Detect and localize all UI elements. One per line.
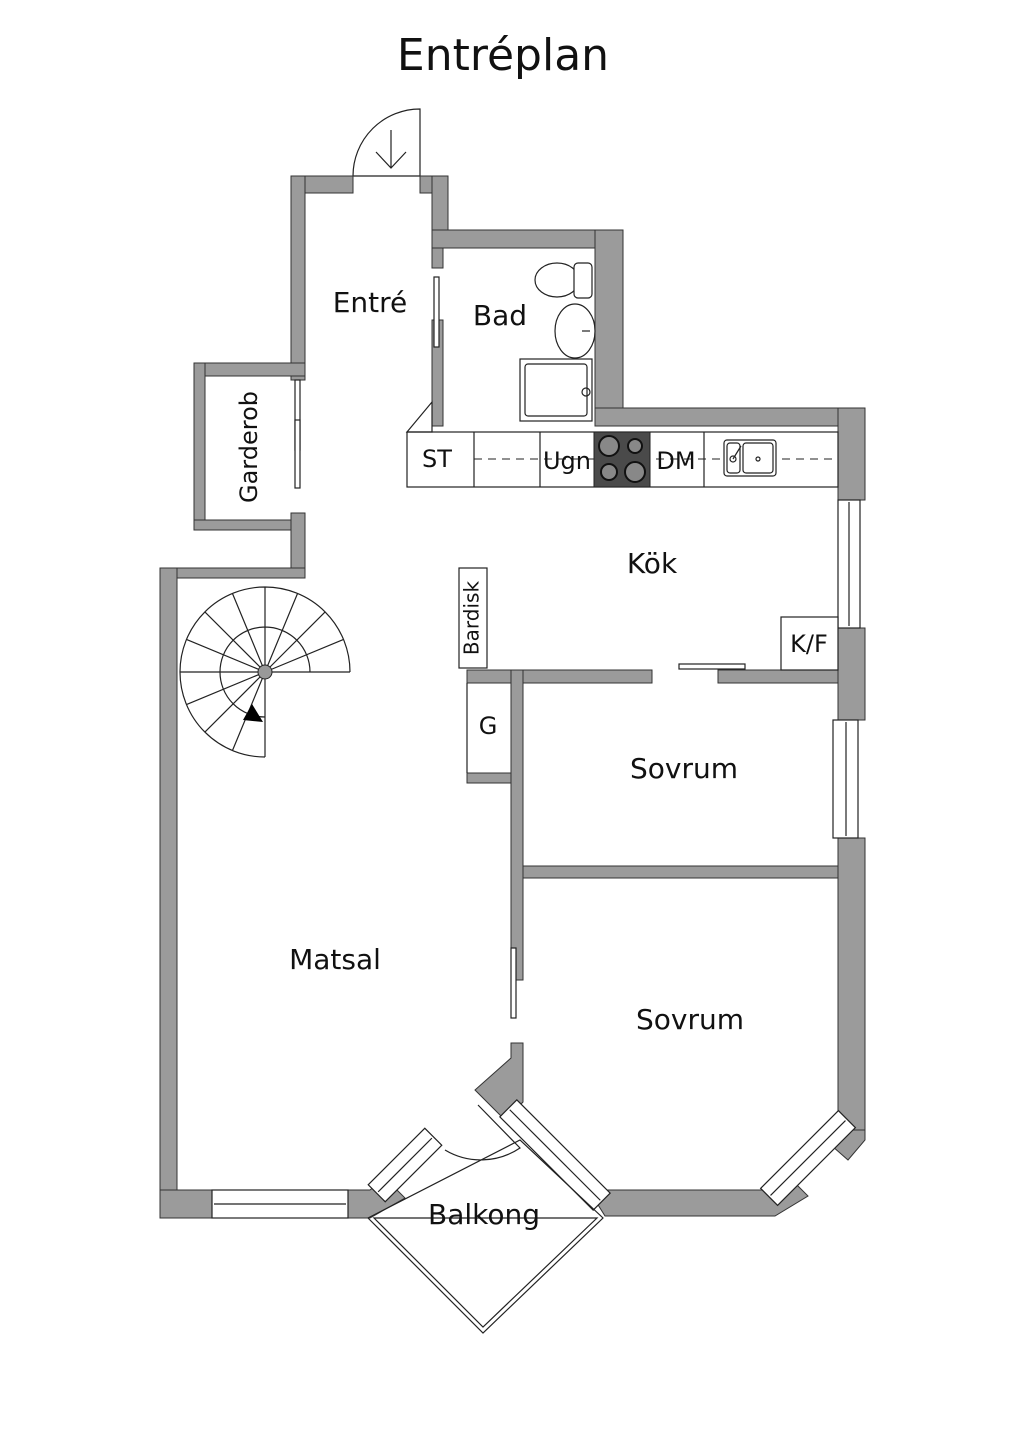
room-label-balkong: Balkong [428, 1198, 540, 1231]
hob-icon [593, 431, 651, 488]
spiral-stair-icon [179, 586, 351, 758]
balcony-door [444, 1104, 521, 1161]
washbasin-icon [554, 303, 596, 359]
label-kf: K/F [790, 630, 828, 658]
room-label-kok: Kök [627, 547, 678, 580]
kitchen-sink-icon [723, 439, 777, 477]
shower-icon [519, 358, 593, 422]
counter-label-dm: DM [656, 447, 695, 475]
room-label-sovrum-1: Sovrum [630, 752, 738, 785]
label-bardisk: Bardisk [460, 581, 484, 656]
balcony-outline [366, 1139, 604, 1334]
stair-direction-arrow-icon [243, 704, 263, 722]
room-label-bad: Bad [473, 299, 527, 332]
room-label-matsal: Matsal [289, 943, 381, 976]
plan-title: Entréplan [397, 30, 609, 81]
sliding-doors [294, 276, 746, 1019]
entrance-door [352, 108, 421, 177]
counter-label-st: ST [422, 445, 452, 473]
walls [159, 175, 866, 1219]
room-label-sovrum-2: Sovrum [636, 1003, 744, 1036]
room-label-entre: Entré [333, 286, 408, 319]
counter-label-ugn: Ugn [543, 447, 591, 475]
bardisk-box [458, 567, 488, 669]
room-label-garderob: Garderob [235, 391, 263, 503]
label-g: G [479, 712, 498, 740]
fridge-freezer-box [780, 616, 839, 671]
toilet-icon [534, 262, 593, 299]
windows [211, 499, 861, 1219]
